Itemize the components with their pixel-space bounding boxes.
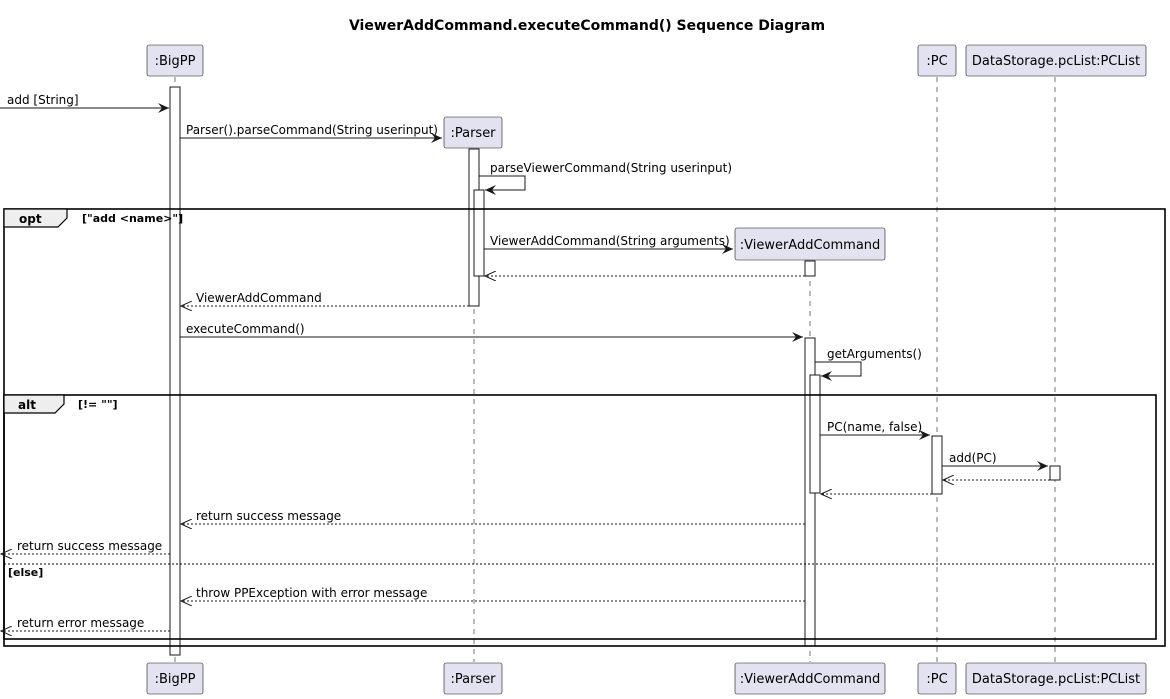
opt-guard: ["add <name>"]	[82, 212, 183, 225]
alt-frame	[3, 394, 1157, 640]
message-label: return success message	[196, 509, 341, 523]
message-label: throw PPException with error message	[196, 586, 427, 600]
message-execute-command: executeCommand()	[180, 322, 803, 342]
message-add-string: add [String]	[0, 93, 169, 113]
participant-parser-label: :Parser	[450, 126, 496, 141]
message-parse-viewer-command: parseViewerCommand(String userinput)	[479, 161, 732, 195]
opt-tab	[3, 208, 68, 228]
activation-bars	[169, 86, 1061, 656]
participant-pclist-label: DataStorage.pcList:PCList	[972, 54, 1140, 69]
participant-pc-label-bottom: :PC	[926, 672, 947, 687]
participant-pclist-bottom: DataStorage.pcList:PCList	[965, 662, 1147, 695]
diagram-title: ViewerAddCommand.executeCommand() Sequen…	[349, 18, 825, 34]
message-return-success-out: return success message	[1, 539, 170, 554]
participant-parser-bottom: :Parser	[443, 662, 503, 695]
participant-pclist-top: DataStorage.pcList:PCList	[965, 44, 1147, 77]
message-pc-constructor: PC(name, false)	[820, 420, 930, 440]
participant-viewer-label: :ViewerAddCommand	[740, 238, 881, 253]
participant-pc-label: :PC	[926, 54, 947, 69]
participant-viewer-created: :ViewerAddCommand	[734, 227, 886, 261]
participant-parser-label-bottom: :Parser	[450, 672, 496, 687]
participant-bigpp-top: :BigPP	[146, 44, 204, 77]
activation-pc	[931, 435, 943, 495]
opt-keyword: opt	[19, 212, 42, 226]
message-return-viewer-add-command: ViewerAddCommand	[181, 291, 469, 306]
participant-pc-top: :PC	[917, 44, 957, 77]
message-throw-exception: throw PPException with error message	[181, 586, 805, 601]
participant-viewer-bottom: :ViewerAddCommand	[734, 662, 886, 695]
participant-bigpp-label: :BigPP	[155, 54, 196, 69]
message-add-pc: add(PC)	[942, 451, 1048, 471]
participant-pclist-label-bottom: DataStorage.pcList:PCList	[972, 672, 1140, 687]
message-label: parseViewerCommand(String userinput)	[490, 161, 732, 175]
message-label: ViewerAddCommand(String arguments)	[490, 234, 730, 248]
message-get-arguments: getArguments()	[815, 347, 922, 381]
activation-pclist	[1049, 465, 1061, 481]
participant-bigpp-bottom: :BigPP	[146, 662, 204, 695]
activation-viewer-constructor	[804, 260, 816, 277]
message-label: add [String]	[7, 93, 79, 107]
alt-tab	[3, 394, 65, 414]
message-label: Parser().parseCommand(String userinput)	[186, 123, 438, 137]
activation-viewer-getargs	[809, 374, 821, 494]
message-label: add(PC)	[949, 451, 997, 465]
message-return-error-out: return error message	[1, 616, 170, 631]
message-label: executeCommand()	[186, 322, 305, 336]
activation-bigpp	[169, 86, 181, 656]
participant-parser-created: :Parser	[443, 116, 503, 149]
alt-keyword: alt	[18, 398, 36, 412]
message-label: return error message	[17, 616, 144, 630]
message-label: return success message	[17, 539, 162, 553]
alt-fragment: alt [!= ""] [else]	[3, 394, 1157, 640]
message-parse-command: Parser().parseCommand(String userinput)	[180, 123, 442, 143]
participant-bigpp-label-bottom: :BigPP	[155, 672, 196, 687]
message-viewer-add-command-create: ViewerAddCommand(String arguments)	[484, 234, 733, 254]
message-label: getArguments()	[827, 347, 922, 361]
message-label: PC(name, false)	[827, 420, 922, 434]
message-return-success-to-bigpp: return success message	[181, 509, 805, 524]
participant-viewer-label-bottom: :ViewerAddCommand	[740, 672, 881, 687]
alt-else-guard: [else]	[8, 566, 43, 579]
message-label: ViewerAddCommand	[196, 291, 322, 305]
activation-parser-nested	[473, 189, 485, 277]
alt-guard: [!= ""]	[78, 398, 118, 411]
participant-pc-bottom: :PC	[917, 662, 957, 695]
